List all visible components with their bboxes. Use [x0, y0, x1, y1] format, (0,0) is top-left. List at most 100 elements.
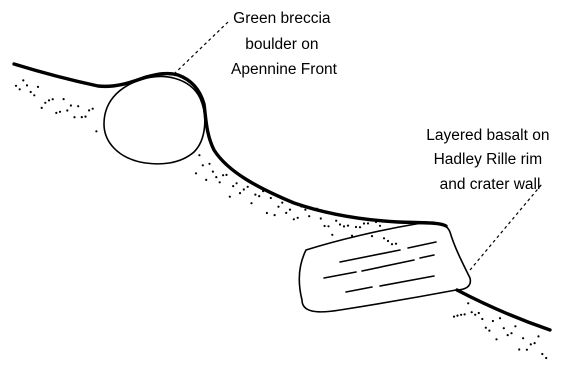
regolith-dot [48, 99, 50, 101]
regolith-dot [363, 222, 365, 224]
regolith-dot [518, 348, 520, 350]
regolith-dot [324, 225, 326, 227]
regolith-dot [308, 215, 310, 217]
regolith-dot [219, 181, 221, 183]
regolith-dot [22, 79, 24, 81]
regolith-dot [495, 338, 497, 340]
regolith-dot [485, 327, 487, 329]
regolith-dot [503, 327, 505, 329]
regolith-dot [371, 235, 373, 237]
regolith-dot [467, 302, 469, 304]
regolith-dot [239, 192, 241, 194]
regolith-dot [331, 234, 333, 236]
regolith-dot [37, 86, 39, 88]
regolith-dot [205, 179, 207, 181]
regolith-dot [52, 98, 54, 100]
basalt-layer-2 [324, 255, 434, 278]
regolith-dot [545, 357, 547, 359]
regolith-dot [195, 172, 197, 174]
regolith-stipple [15, 79, 547, 359]
regolith-dot [274, 214, 276, 216]
regolith-dot [66, 109, 68, 111]
regolith-dot [530, 343, 532, 345]
regolith-dot [44, 102, 46, 104]
regolith-dot [95, 130, 97, 132]
regolith-dot [212, 171, 214, 173]
regolith-dot [359, 226, 361, 228]
regolith-dot [88, 109, 90, 111]
regolith-dot [215, 176, 217, 178]
regolith-dot [250, 202, 252, 204]
regolith-dot [320, 217, 322, 219]
regolith-dot [297, 217, 299, 219]
regolith-dot [81, 116, 83, 118]
basalt-leader-line [470, 184, 542, 270]
basalt-block [299, 223, 470, 312]
regolith-dot [293, 218, 295, 220]
regolith-dot [225, 174, 227, 176]
regolith-dot [304, 209, 306, 211]
regolith-dot [254, 194, 256, 196]
regolith-dot [343, 225, 345, 227]
regolith-dot [534, 342, 536, 344]
regolith-dot [59, 111, 61, 113]
regolith-dot [499, 317, 501, 319]
regolith-dot [247, 186, 249, 188]
regolith-dot [481, 318, 483, 320]
regolith-dot [335, 220, 337, 222]
regolith-dot [92, 108, 94, 110]
regolith-dot [289, 209, 291, 211]
breccia-leader-line [174, 22, 228, 74]
regolith-dot [258, 195, 260, 197]
regolith-dot [232, 185, 234, 187]
regolith-dot [464, 313, 466, 315]
regolith-dot [474, 314, 476, 316]
regolith-dot [379, 225, 381, 227]
regolith-dot [70, 104, 72, 106]
regolith-dot [236, 182, 238, 184]
regolith-dot [26, 84, 28, 86]
regolith-dot [347, 225, 349, 227]
regolith-dot [522, 337, 524, 339]
basalt-label: Layered basalt on Hadley Rille rim and c… [426, 127, 554, 193]
regolith-dot [453, 316, 455, 318]
regolith-dot [478, 312, 480, 314]
regolith-dot [198, 154, 200, 156]
regolith-dot [277, 206, 279, 208]
regolith-dot [541, 353, 543, 355]
slope-profile-lower [457, 290, 550, 330]
regolith-dot [63, 98, 65, 100]
regolith-dot [84, 116, 86, 118]
regolith-dot [73, 116, 75, 118]
regolith-dot [30, 91, 32, 93]
regolith-dot [327, 225, 329, 227]
regolith-dot [492, 320, 494, 322]
regolith-dot [41, 107, 43, 109]
regolith-dot [383, 237, 385, 239]
regolith-dot [387, 240, 389, 242]
regolith-dot [526, 349, 528, 351]
basalt-layer-3 [346, 276, 434, 292]
regolith-dot [222, 174, 224, 176]
regolith-dot [471, 311, 473, 313]
regolith-dot [15, 85, 17, 87]
slope-profile-line [14, 64, 446, 226]
regolith-dot [395, 243, 397, 245]
basalt-layer-1 [340, 242, 436, 262]
regolith-dot [270, 197, 272, 199]
breccia-label: Green breccia boulder on Apennine Front [231, 10, 338, 78]
regolith-dot [514, 325, 516, 327]
regolith-dot [77, 105, 79, 107]
regolith-dot [19, 88, 21, 90]
regolith-dot [510, 332, 512, 334]
regolith-dot [33, 94, 35, 96]
regolith-dot [266, 212, 268, 214]
breccia-boulder [104, 77, 205, 164]
regolith-dot [367, 222, 369, 224]
regolith-dot [456, 315, 458, 317]
regolith-dot [202, 164, 204, 166]
regolith-dot [507, 334, 509, 336]
regolith-dot [537, 335, 539, 337]
regolith-dot [460, 314, 462, 316]
regolith-dot [208, 163, 210, 165]
